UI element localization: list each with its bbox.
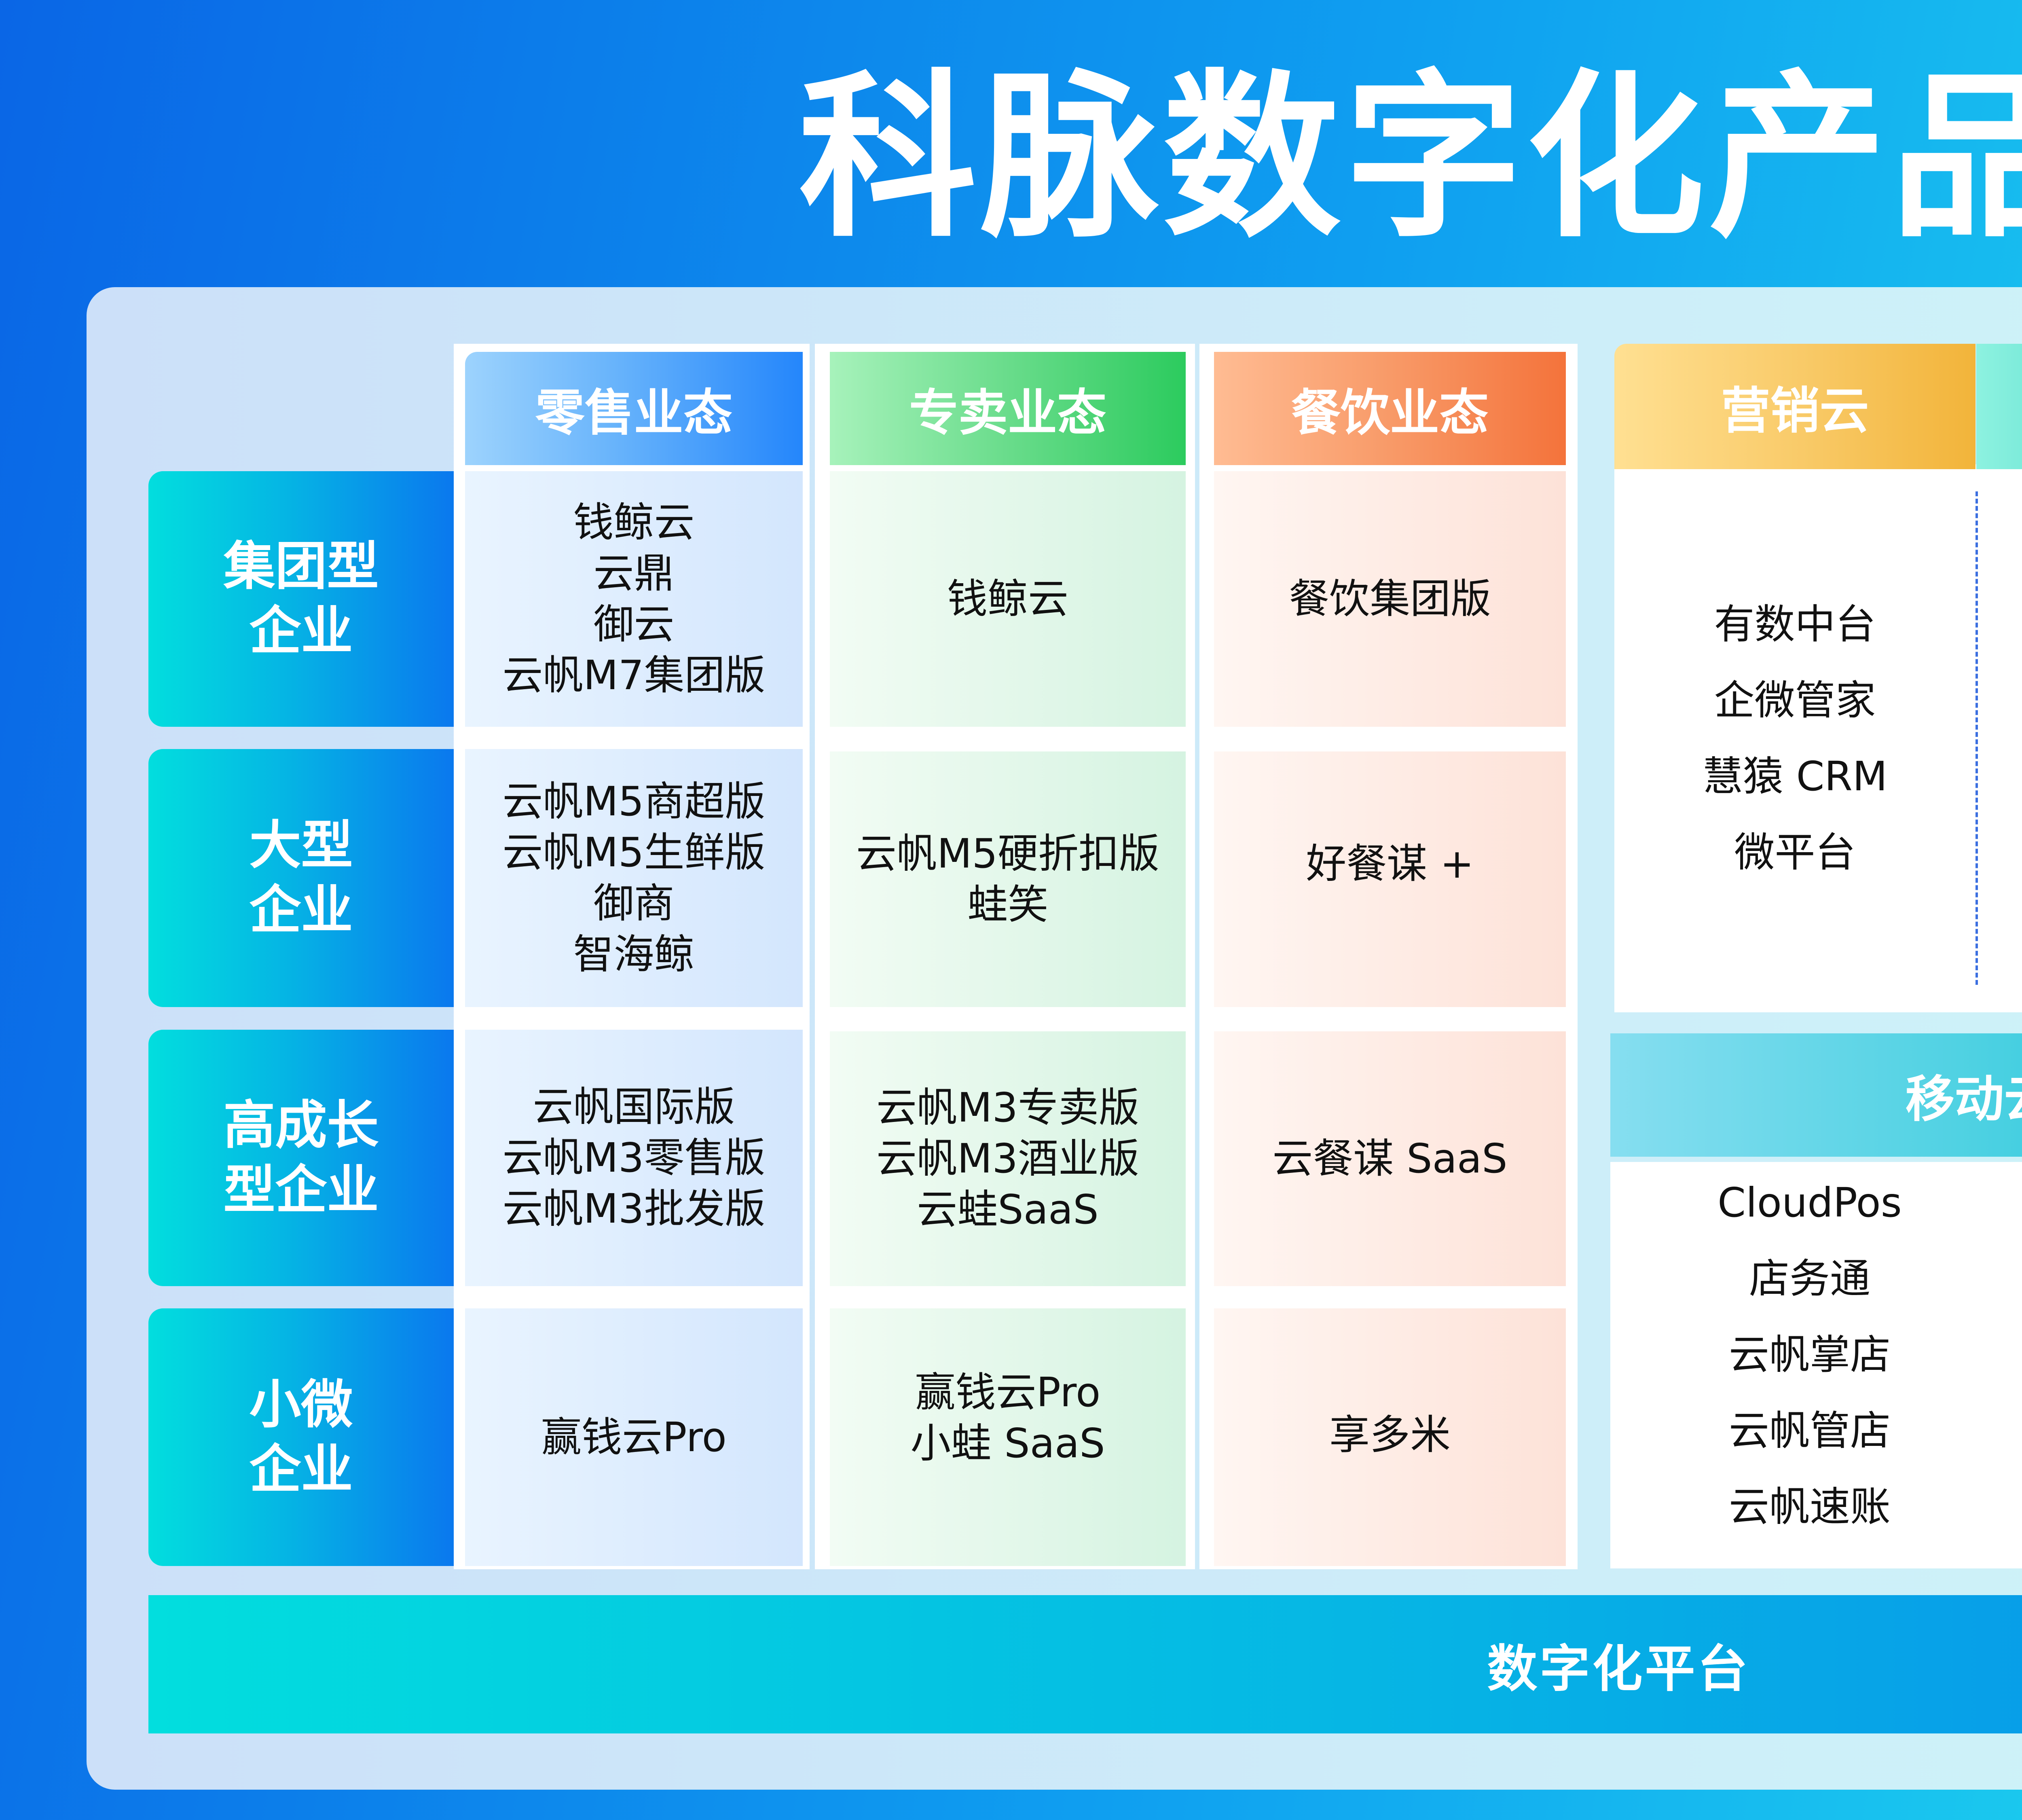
product-name: 蛙笑 xyxy=(967,881,1048,928)
page-title: 科脉数字化产品矩阵 xyxy=(799,54,2022,261)
data-cloud-list: 老板通 数智星 xyxy=(1976,464,2022,1012)
row-label-line: 小微 xyxy=(249,1374,353,1435)
marketing-cloud-list: 有数中台 企微管家 慧猿 CRM 微平台 xyxy=(1614,464,1975,1012)
product-name: 云餐谋 SaaS xyxy=(1272,1135,1508,1182)
product-name: 好餐谋 + xyxy=(1306,840,1474,887)
row-label-line: 集团型 xyxy=(223,536,379,597)
product-name: CloudPos xyxy=(1717,1179,1902,1226)
cloud-header-marketing: 营销云 xyxy=(1614,344,1975,469)
row-label-high-growth-enterprise: 高成长 型企业 xyxy=(148,1030,454,1286)
product-name: 云帆M5商超版 xyxy=(502,778,766,825)
row-label-line: 大型 xyxy=(249,815,353,876)
product-name: 有数中台 xyxy=(1714,600,1876,648)
cell-large-specialty: 云帆M5硬折扣版 蛙笑 xyxy=(830,751,1186,1007)
product-name: 餐饮集团版 xyxy=(1289,575,1491,622)
digital-platform-bar: 数字化平台 xyxy=(148,1595,2022,1733)
row-label-line: 高成长 xyxy=(223,1095,379,1155)
product-name: 微平台 xyxy=(1734,828,1856,876)
product-name: 云帆M7集团版 xyxy=(502,652,766,699)
cell-small-retail: 赢钱云Pro xyxy=(465,1308,803,1566)
product-name: 慧猿 CRM xyxy=(1702,752,1888,800)
product-name: 云帆速账 xyxy=(1729,1483,1891,1530)
product-name: 赢钱云Pro xyxy=(915,1369,1101,1416)
column-divider xyxy=(1975,491,1978,985)
product-name: 云帆掌店 xyxy=(1729,1331,1891,1378)
product-name: 享多米 xyxy=(1329,1411,1451,1458)
product-name: 店务通 xyxy=(1749,1255,1870,1302)
row-label-line: 企业 xyxy=(249,880,353,940)
bottom-clouds-body xyxy=(1610,1162,2022,1568)
column-header-retail: 零售业态 xyxy=(465,352,803,465)
product-name: 云帆M3酒业版 xyxy=(876,1135,1139,1182)
column-header-restaurant: 餐饮业态 xyxy=(1214,352,1566,465)
row-label-large-enterprise: 大型 企业 xyxy=(148,749,454,1007)
row-label-group-enterprise: 集团型 企业 xyxy=(148,471,454,727)
product-name: 钱鲸云 xyxy=(573,499,695,546)
product-name: 云蛙SaaS xyxy=(917,1186,1099,1233)
product-name: 赢钱云Pro xyxy=(541,1413,727,1461)
cell-highgrowth-restaurant: 云餐谋 SaaS xyxy=(1214,1031,1566,1286)
column-header-specialty: 专卖业态 xyxy=(830,352,1186,465)
cell-small-specialty: 赢钱云Pro 小蛙 SaaS xyxy=(830,1308,1186,1566)
row-label-line: 企业 xyxy=(249,1439,353,1500)
product-name: 小蛙 SaaS xyxy=(910,1420,1105,1467)
cloud-header-data: 数据云 xyxy=(1976,344,2022,469)
cell-large-retail: 云帆M5商超版 云帆M5生鲜版 御商 智海鲸 xyxy=(465,749,803,1007)
row-label-line: 型企业 xyxy=(223,1160,379,1220)
product-name: 御云 xyxy=(593,601,675,648)
row-label-small-micro-enterprise: 小微 企业 xyxy=(148,1308,454,1566)
cell-large-restaurant: 好餐谋 + xyxy=(1214,751,1566,1007)
product-name: 云帆M3专卖版 xyxy=(876,1084,1139,1131)
mobile-cloud-list-col1: CloudPos 店务通 云帆掌店 云帆管店 云帆速账 xyxy=(1618,1165,2002,1565)
top-clouds-body xyxy=(1614,464,2022,1012)
cell-highgrowth-retail: 云帆国际版 云帆M3零售版 云帆M3批发版 xyxy=(465,1030,803,1286)
cell-group-restaurant: 餐饮集团版 xyxy=(1214,471,1566,727)
product-name: 钱鲸云 xyxy=(947,575,1068,622)
product-name: 云帆M5硬折扣版 xyxy=(856,830,1159,877)
row-label-line: 企业 xyxy=(249,601,353,661)
cell-group-specialty: 钱鲸云 xyxy=(830,471,1186,727)
product-name: 云帆国际版 xyxy=(533,1083,735,1130)
product-name: 云鼎 xyxy=(593,550,675,597)
mobile-cloud-list-col2: 云帆速采 云帆速订 云帆速巡 云帆速仓 xyxy=(1965,1165,2022,1565)
product-name: 智海鲸 xyxy=(573,931,695,978)
product-name: 云帆管店 xyxy=(1729,1407,1891,1454)
cell-highgrowth-specialty: 云帆M3专卖版 云帆M3酒业版 云蛙SaaS xyxy=(830,1031,1186,1286)
product-name: 云帆M3批发版 xyxy=(502,1185,766,1232)
cell-small-restaurant: 享多米 xyxy=(1214,1308,1566,1566)
product-name: 云帆M3零售版 xyxy=(502,1134,766,1181)
product-name: 企微管家 xyxy=(1714,676,1876,724)
cloud-header-mobile: 移动云 xyxy=(1610,1033,2022,1157)
product-name: 御商 xyxy=(593,880,675,927)
product-name: 云帆M5生鲜版 xyxy=(502,829,766,876)
cell-group-retail: 钱鲸云 云鼎 御云 云帆M7集团版 xyxy=(465,471,803,727)
